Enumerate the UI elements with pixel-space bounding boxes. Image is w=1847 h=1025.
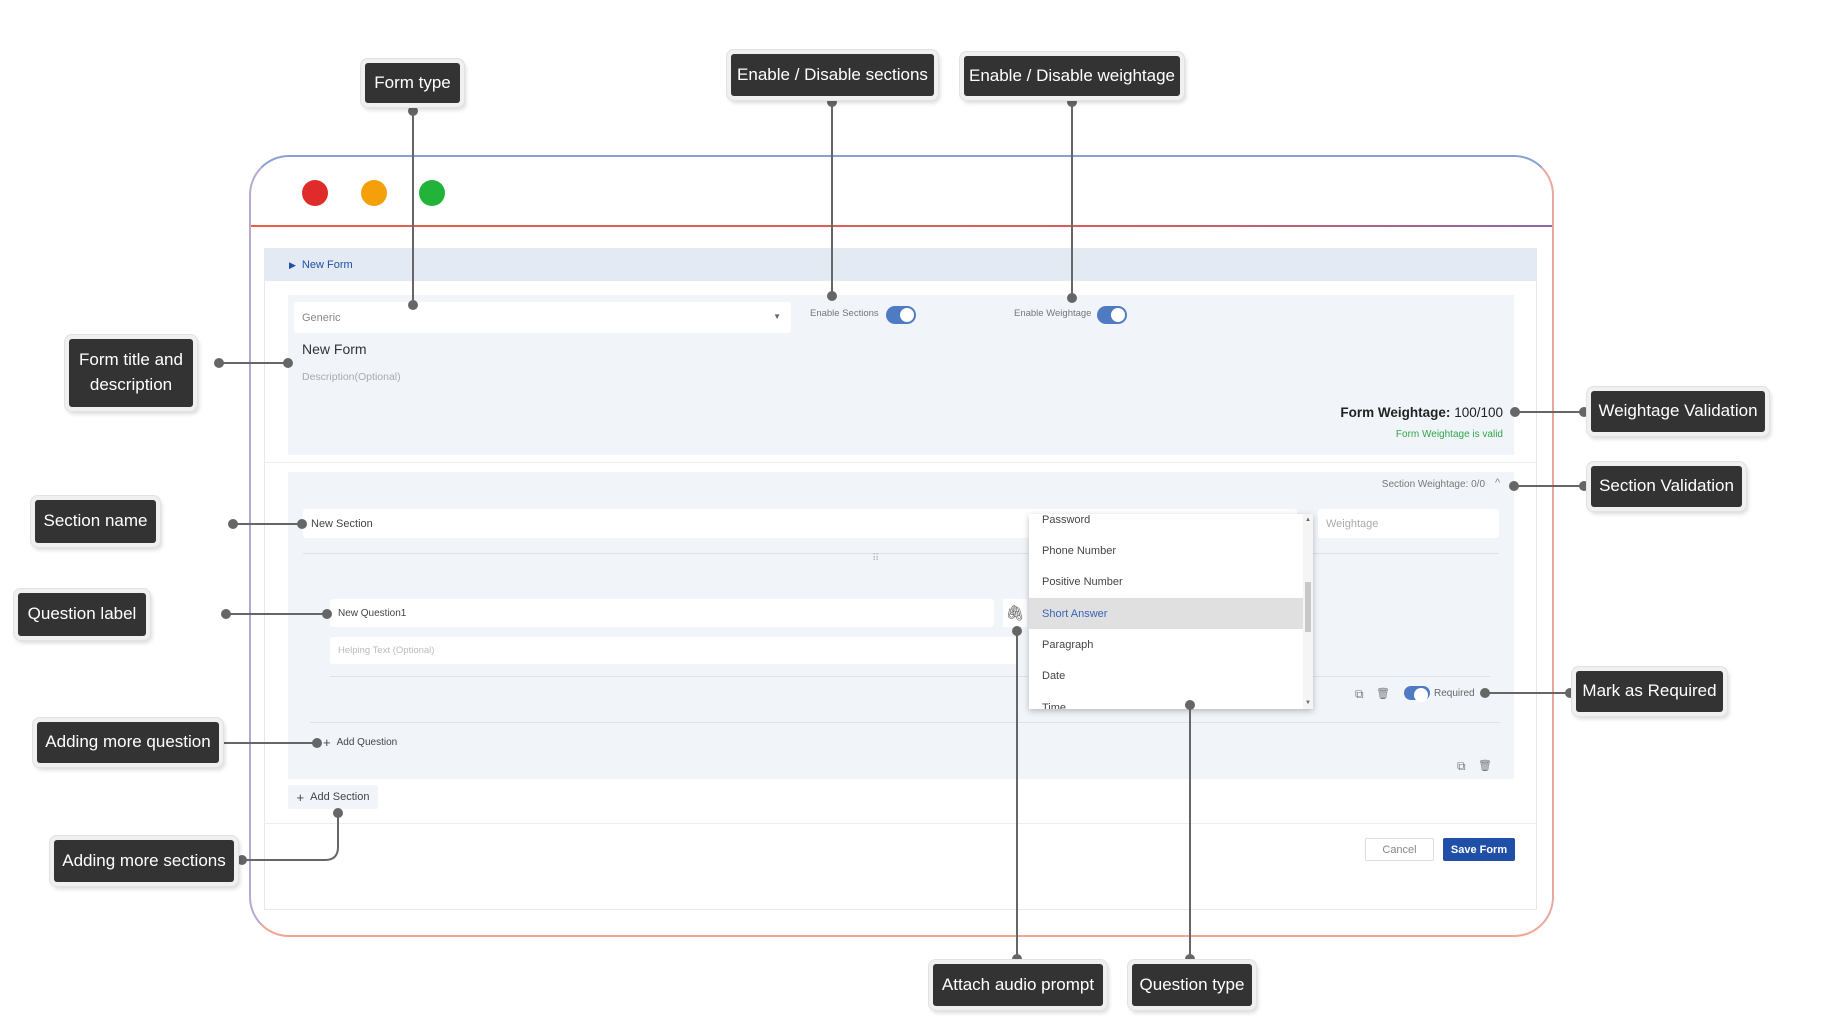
drag-handle-icon[interactable]: ⠿ xyxy=(872,553,879,564)
add-section-button[interactable]: + Add Section xyxy=(288,785,378,809)
question-label-input[interactable]: New Question1 xyxy=(330,599,994,627)
plus-icon: + xyxy=(296,789,305,805)
titlebar-divider xyxy=(251,225,1552,227)
callout-add-sections: Adding more sections xyxy=(54,840,234,882)
callout-weightage-validation: Weightage Validation xyxy=(1591,391,1765,432)
callout-enable-weightage: Enable / Disable weightage xyxy=(964,56,1180,96)
form-weightage: Form Weightage: 100/100 xyxy=(1340,405,1503,420)
add-question-label: Add Question xyxy=(336,737,398,748)
enable-sections-toggle[interactable] xyxy=(886,306,916,324)
form-weightage-label: Form Weightage: xyxy=(1340,405,1451,420)
required-label: Required xyxy=(1434,688,1475,699)
form-type-select[interactable]: Generic ▼ xyxy=(294,302,791,333)
callout-form-title-description: Form title and description xyxy=(69,339,193,407)
section-name-value: New Section xyxy=(311,517,373,530)
callout-attach-audio: Attach audio prompt xyxy=(933,964,1103,1006)
question-label-value: New Question1 xyxy=(338,607,407,619)
form-weightage-value: 100/100 xyxy=(1454,405,1503,420)
copy-question-icon[interactable]: ⧉ xyxy=(1355,687,1364,701)
helping-text-placeholder: Helping Text (Optional) xyxy=(338,645,435,656)
weightage-placeholder: Weightage xyxy=(1326,517,1379,530)
dropdown-arrow-icon: ▼ xyxy=(773,312,781,321)
attach-audio-icon[interactable]: 🖇 xyxy=(1003,599,1027,627)
form-header-bar xyxy=(264,248,1537,281)
callout-question-label: Question label xyxy=(18,593,146,636)
option-phone-number[interactable]: Phone Number xyxy=(1042,544,1116,557)
enable-weightage-toggle[interactable] xyxy=(1097,306,1127,324)
delete-question-icon[interactable]: 🗑 xyxy=(1376,688,1390,700)
form-title-input[interactable]: New Form xyxy=(302,341,367,357)
callout-form-type: Form type xyxy=(365,63,460,103)
enable-weightage-label: Enable Weightage xyxy=(1014,308,1092,319)
option-time[interactable]: Time xyxy=(1042,701,1067,710)
breadcrumb[interactable]: ▶ New Form xyxy=(289,259,353,271)
option-short-answer[interactable]: Short Answer xyxy=(1029,598,1303,629)
helping-text-input[interactable]: Helping Text (Optional) xyxy=(330,637,1017,664)
maximize-window-button[interactable] xyxy=(419,180,445,206)
form-weightage-status: Form Weightage is valid xyxy=(1395,429,1503,440)
add-question-button[interactable]: + Add Question xyxy=(323,735,397,750)
plus-icon: + xyxy=(323,735,331,750)
cancel-button[interactable]: Cancel xyxy=(1365,838,1434,861)
form-type-value: Generic xyxy=(302,311,341,324)
callout-mark-required: Mark as Required xyxy=(1576,671,1723,712)
collapse-chevron-icon[interactable]: ^ xyxy=(1495,477,1501,489)
required-toggle[interactable] xyxy=(1404,686,1430,702)
option-password[interactable]: Password xyxy=(1042,514,1091,526)
callout-section-validation: Section Validation xyxy=(1591,466,1742,507)
callout-enable-sections: Enable / Disable sections xyxy=(731,54,934,96)
app-window-frame xyxy=(249,155,1554,937)
callout-section-name: Section name xyxy=(35,500,156,543)
close-window-button[interactable] xyxy=(302,180,328,206)
dropdown-scrollbar[interactable]: ▲ ▼ xyxy=(1303,514,1313,709)
callout-question-type: Question type xyxy=(1132,964,1252,1006)
minimize-window-button[interactable] xyxy=(361,180,387,206)
section-weightage-status: Section Weightage: 0/0 xyxy=(1381,479,1485,490)
question-type-dropdown[interactable]: Password Phone Number Positive Number Sh… xyxy=(1029,514,1313,709)
breadcrumb-label: New Form xyxy=(301,259,353,271)
option-paragraph[interactable]: Paragraph xyxy=(1042,638,1094,651)
callout-add-question: Adding more question xyxy=(37,722,219,763)
option-date[interactable]: Date xyxy=(1042,669,1066,682)
delete-section-icon[interactable]: 🗑 xyxy=(1478,760,1492,772)
section-weightage-input[interactable]: Weightage xyxy=(1318,509,1499,538)
save-form-button[interactable]: Save Form xyxy=(1443,838,1515,861)
add-section-label: Add Section xyxy=(310,791,370,803)
enable-sections-label: Enable Sections xyxy=(810,308,879,319)
copy-section-icon[interactable]: ⧉ xyxy=(1457,759,1466,773)
caret-right-icon: ▶ xyxy=(289,259,296,270)
option-positive-number[interactable]: Positive Number xyxy=(1042,575,1123,588)
form-description-input[interactable]: Description(Optional) xyxy=(302,371,401,383)
